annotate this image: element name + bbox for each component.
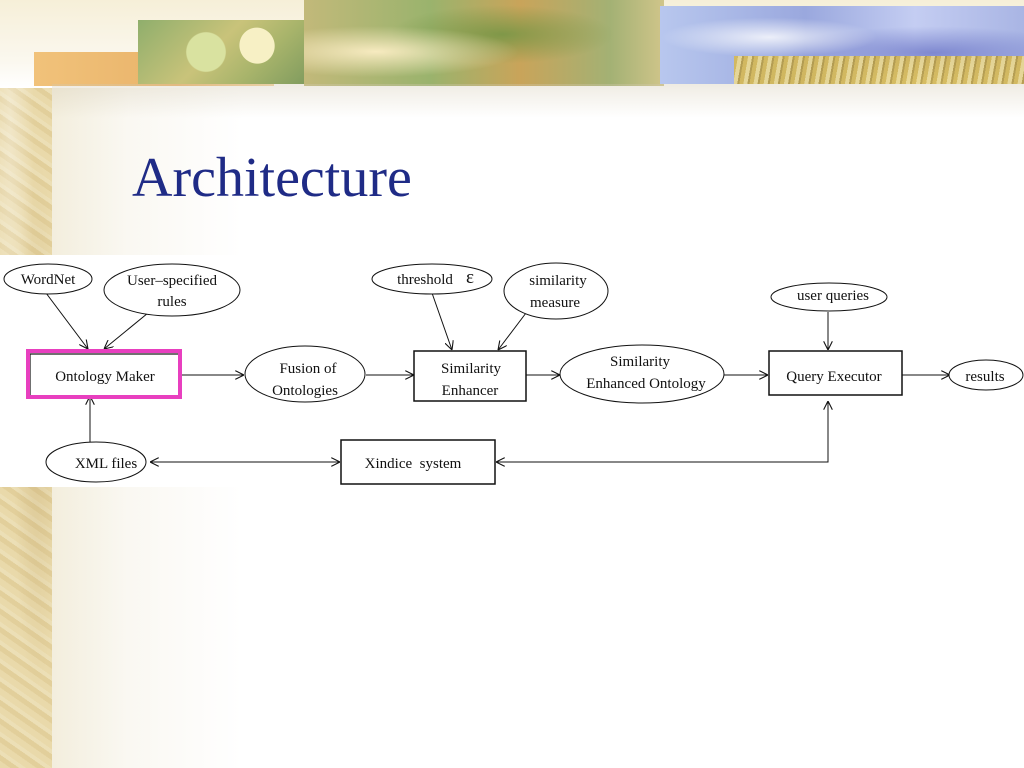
edge-threshold-to-enhancer	[431, 292, 452, 350]
user-rules-ellipse	[103, 263, 241, 317]
diagram-edges	[45, 292, 950, 462]
user-rules-label-1: User–specified	[127, 273, 217, 289]
wordnet-label: WordNet	[21, 272, 76, 288]
architecture-diagram: WordNet User–specified rules Ontology Ma…	[0, 255, 1024, 487]
xindice-box	[340, 439, 496, 485]
banner-shadow	[52, 84, 1024, 118]
query-executor-label: Query Executor	[786, 369, 881, 385]
seo-ellipse	[559, 344, 725, 404]
slide-title: Architecture	[132, 147, 412, 209]
wordnet-ellipse	[3, 263, 93, 295]
node-user-rules: User–specified rules	[103, 263, 241, 317]
node-threshold: threshold ε	[371, 263, 493, 295]
ontology-maker-box	[29, 353, 181, 397]
similarity-measure-ellipse	[503, 262, 609, 320]
similarity-enhancer-label-1: Similarity	[441, 361, 502, 377]
node-user-queries: user queries	[770, 282, 888, 312]
similarity-measure-label-1: similarity	[529, 273, 587, 289]
threshold-label: threshold	[397, 272, 453, 288]
node-xml-files: XML files	[45, 441, 147, 483]
banner-photo-autumn	[304, 0, 664, 86]
banner-collage-image	[34, 0, 1024, 86]
edge-wordnet-to-maker	[45, 292, 88, 349]
xml-files-ellipse	[45, 441, 147, 483]
node-wordnet: WordNet	[3, 263, 93, 295]
xindice-label: Xindice system	[365, 456, 462, 472]
node-similarity-enhancer: Similarity Enhancer	[413, 350, 527, 402]
similarity-measure-label-2: measure	[530, 295, 580, 311]
user-queries-label: user queries	[797, 288, 869, 304]
node-query-executor: Query Executor	[768, 350, 903, 396]
fusion-ellipse	[244, 345, 366, 403]
edge-measure-to-enhancer	[498, 312, 527, 350]
fusion-label-1: Fusion of	[279, 361, 336, 377]
seo-label-1: Similarity	[610, 354, 671, 370]
ontology-maker-label: Ontology Maker	[55, 369, 155, 385]
node-similarity-enhanced-ontology: Similarity Enhanced Ontology	[559, 344, 725, 404]
node-results: results	[948, 359, 1024, 391]
xml-files-label: XML files	[75, 456, 138, 472]
similarity-enhancer-label-2: Enhancer	[442, 383, 499, 399]
node-similarity-measure: similarity measure	[503, 262, 609, 320]
threshold-ellipse	[371, 263, 493, 295]
edge-rules-to-maker	[104, 312, 149, 349]
node-xindice-system: Xindice system	[340, 439, 496, 485]
seo-label-2: Enhanced Ontology	[586, 376, 706, 392]
user-rules-label-2: rules	[157, 294, 186, 310]
banner-photo-wheat	[734, 56, 1024, 84]
user-queries-ellipse	[770, 282, 888, 312]
header-banner	[0, 0, 1024, 88]
ontology-maker-highlight	[26, 349, 182, 399]
node-fusion: Fusion of Ontologies	[244, 345, 366, 403]
threshold-symbol: ε	[466, 267, 474, 288]
fusion-label-2: Ontologies	[272, 383, 338, 399]
similarity-enhancer-box	[413, 350, 527, 402]
diagram-canvas: WordNet User–specified rules Ontology Ma…	[3, 262, 1024, 485]
query-executor-box	[768, 350, 903, 396]
results-ellipse	[948, 359, 1024, 391]
edge-xindice-executor	[496, 401, 828, 462]
node-ontology-maker: Ontology Maker	[26, 349, 182, 399]
results-label: results	[965, 369, 1004, 385]
